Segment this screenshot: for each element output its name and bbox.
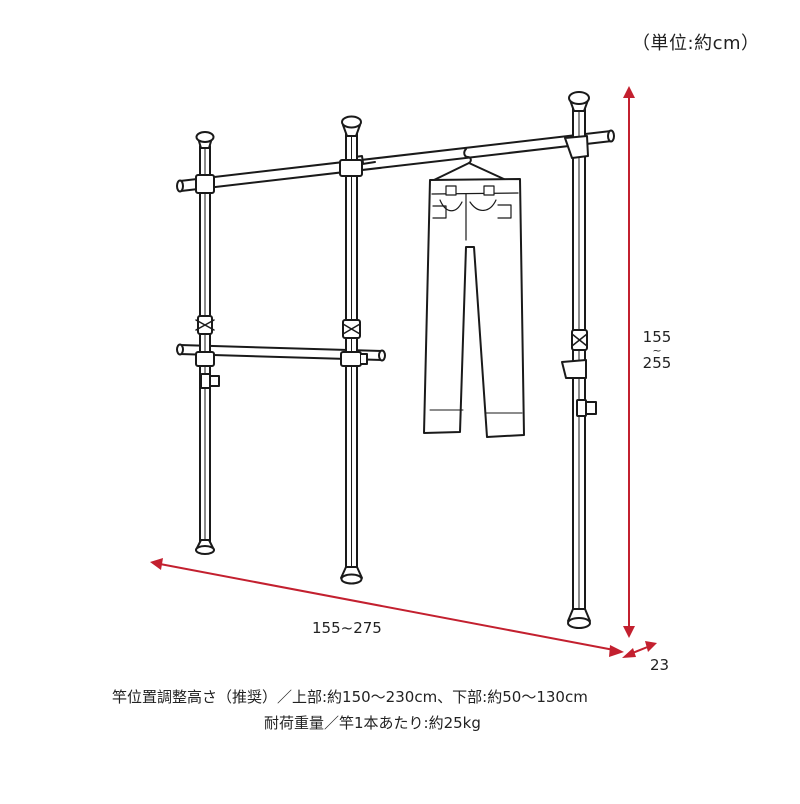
rod-height-note: 竿位置調整高さ（推奨）／上部:約150〜230cm、下部:約50〜130cm	[112, 688, 588, 706]
right-pole	[561, 91, 597, 629]
height-arrow	[623, 86, 635, 638]
dimension-arrows	[150, 86, 657, 658]
upper-rod	[176, 129, 615, 193]
height-range-separator: ~	[652, 344, 662, 357]
load-capacity-note: 耐荷重量／竿1本あたり:約25kg	[264, 714, 481, 732]
unit-label: （単位:約cm）	[632, 33, 760, 54]
width-arrow	[150, 558, 624, 657]
lower-rod	[176, 343, 386, 362]
height-min: 155	[642, 328, 672, 346]
height-dimension-label: 155 ~ 255	[637, 330, 677, 371]
left-pole	[195, 131, 220, 555]
width-dimension-label: 155~275	[312, 619, 382, 637]
middle-pole	[339, 115, 368, 585]
height-max: 255	[642, 354, 672, 372]
depth-arrow	[622, 641, 657, 658]
hanger-and-pants	[423, 148, 525, 438]
depth-dimension-label: 23	[650, 656, 670, 674]
